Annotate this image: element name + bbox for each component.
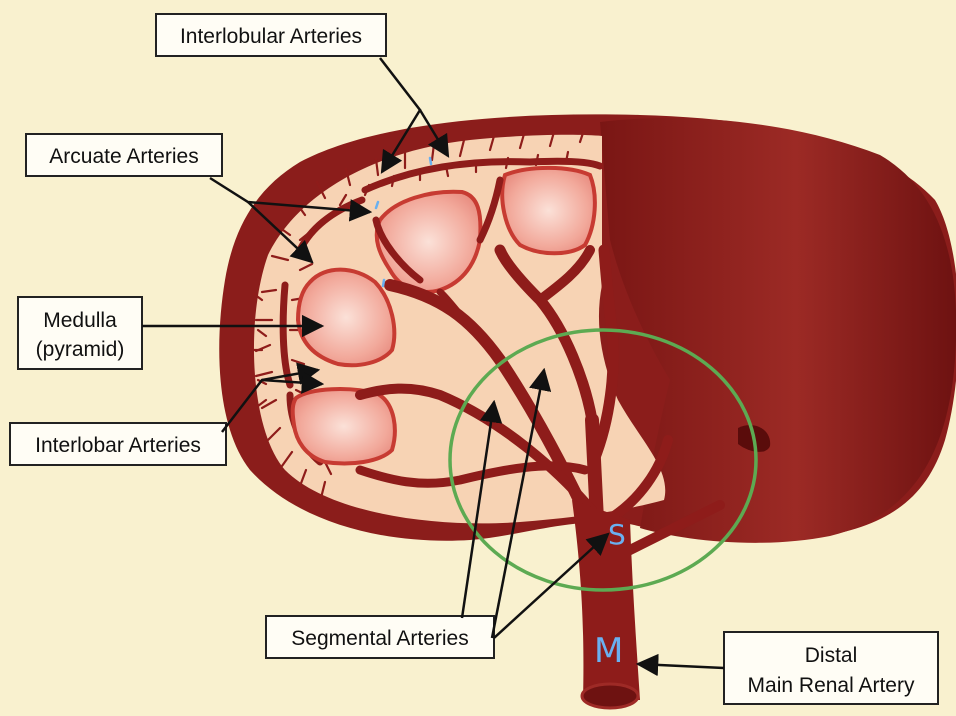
pyramid-4 xyxy=(290,387,397,466)
medulla-label-line2: (pyramid) xyxy=(36,338,125,361)
label-segmental: Segmental Arteries xyxy=(265,615,495,659)
artery-tree xyxy=(355,176,725,697)
arrow-segmental-2 xyxy=(490,367,552,639)
label-arcuate: Arcuate Arteries xyxy=(25,133,223,177)
pyramids xyxy=(290,165,597,466)
label-interlobar: Interlobar Arteries xyxy=(9,422,227,466)
arcuate-label: Arcuate Arteries xyxy=(49,145,198,168)
m-annotation: M xyxy=(594,631,623,671)
leader-arrows xyxy=(142,57,725,677)
segmental-label: Segmental Arteries xyxy=(291,627,468,650)
pyramid-2 xyxy=(500,165,597,256)
pyramid-3 xyxy=(295,267,397,368)
annotation-circle xyxy=(448,328,758,592)
arrow-arcuate-2 xyxy=(247,201,314,264)
interlobar-label: Interlobar Arteries xyxy=(35,434,201,457)
s-annotation: S xyxy=(608,518,626,551)
interlobular-label: Interlobular Arteries xyxy=(180,25,362,48)
arrow-segmental-1 xyxy=(460,399,503,619)
arrow-distal xyxy=(635,653,725,677)
arrow-interlobar-2 xyxy=(261,371,325,394)
arrow-interlobular-2 xyxy=(418,109,450,158)
handwritten-ticks xyxy=(374,156,433,288)
distal-label-line1: Distal xyxy=(805,644,858,667)
arrow-segmental-3 xyxy=(493,532,610,639)
kidney-right-half xyxy=(600,118,956,543)
label-medulla: Medulla (pyramid) xyxy=(17,296,143,370)
artery-opening xyxy=(580,682,640,710)
label-interlobular: Interlobular Arteries xyxy=(155,13,387,57)
label-distal: Distal Main Renal Artery xyxy=(723,631,939,705)
medulla-label-line1: Medulla xyxy=(43,309,117,332)
kidney xyxy=(219,114,956,710)
distal-label-line2: Main Renal Artery xyxy=(748,674,915,697)
